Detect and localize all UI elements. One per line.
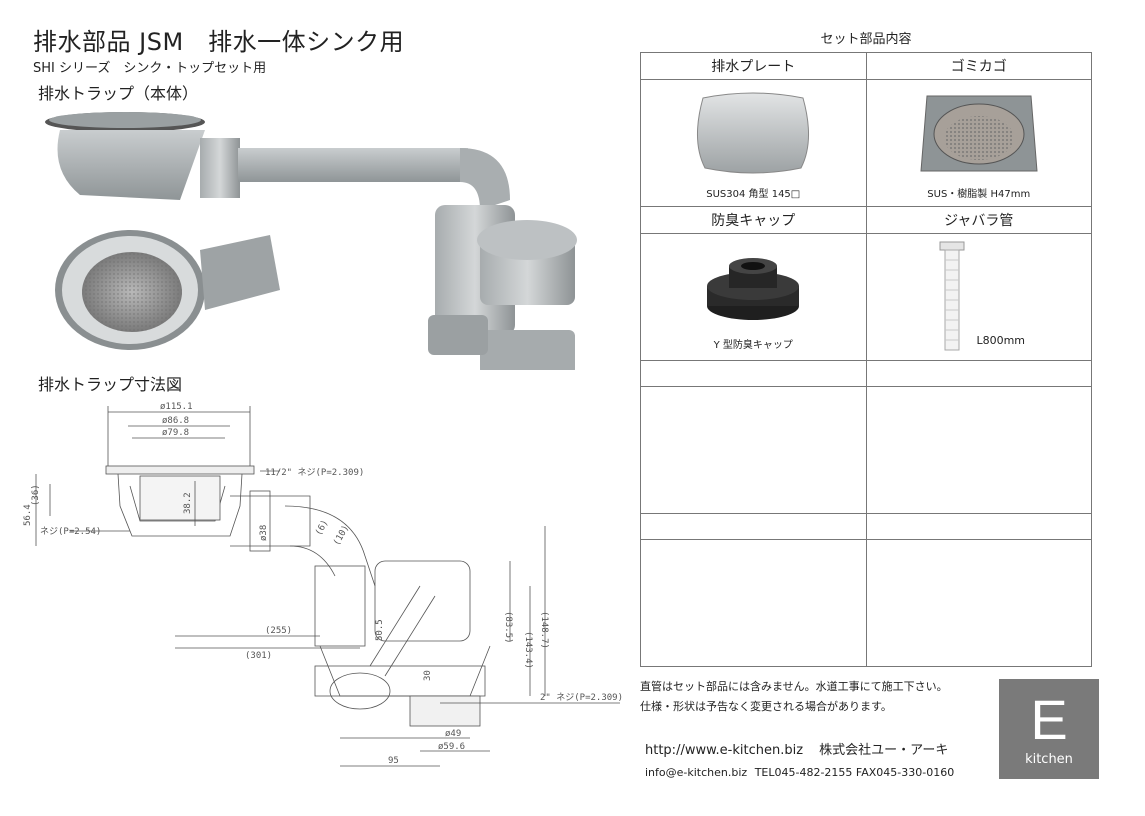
blank-cell [640, 386, 867, 514]
dim-d30: 30 [423, 670, 433, 681]
dim-d38: ø38 [259, 525, 269, 541]
hose-image [939, 241, 965, 350]
blank-cell [640, 360, 867, 387]
hose-cell: L800mm [865, 233, 1092, 361]
hose-caption: L800mm [976, 333, 1026, 347]
blank-cell [865, 360, 1092, 387]
dim-d596: ø59.6 [438, 742, 465, 752]
dim-d382: 38.2 [183, 492, 193, 514]
basket-cell: SUS・樹脂製 H47mm [865, 79, 1092, 207]
dim-d505: 50.5 [375, 619, 385, 641]
blank-cell [640, 513, 867, 540]
note-line-2: 仕様・形状は予告なく変更される場合があります。 [640, 700, 892, 713]
blank-cell [640, 539, 867, 667]
logo-letter: E [1030, 687, 1068, 751]
dimension-section-label: 排水トラップ寸法図 [38, 375, 183, 394]
dim-d301: (301) [245, 651, 272, 661]
e-kitchen-logo: E kitchen [999, 679, 1099, 779]
basket-caption: SUS・樹脂製 H47mm [927, 189, 1031, 200]
basket-header: ゴミカゴ [865, 52, 1092, 80]
hose-header: ジャバラ管 [865, 206, 1092, 234]
odor-cap-caption: Y 型防臭キャップ [713, 339, 793, 351]
contact-line-1: http://www.e-kitchen.biz 株式会社ユー・アーキ [645, 739, 948, 758]
basket-image [920, 95, 1038, 172]
dim-d255: (255) [265, 626, 292, 636]
company-name: 株式会社ユー・アーキ [819, 743, 949, 758]
odor-cap-header: 防臭キャップ [640, 206, 867, 234]
dim-d10: (10) [332, 524, 352, 548]
trap-section-label: 排水トラップ（本体） [38, 84, 199, 103]
dim-d95: 95 [388, 756, 399, 766]
dim-d86: ø86.8 [162, 416, 189, 426]
website-link[interactable]: http://www.e-kitchen.biz [645, 743, 804, 758]
email-link[interactable]: info@e-kitchen.biz [645, 766, 748, 779]
dim-d115: ø115.1 [160, 402, 193, 412]
trap-photo [45, 112, 577, 370]
dim-d835: (83.5) [503, 611, 513, 644]
dim-thread3: 2" ネジ(P=2.309) [540, 692, 623, 703]
dimension-drawing: ø115.1 ø86.8 ø79.8 11/2" ネジ(P=2.309) ネジ(… [23, 402, 623, 767]
drain-plate-image [697, 92, 810, 174]
blank-cell [865, 513, 1092, 540]
blank-cell [865, 386, 1092, 514]
dim-d49: ø49 [445, 729, 461, 739]
dim-d6: (6) [314, 518, 331, 537]
page-title: 排水部品 JSM 排水一体シンク用 [33, 28, 405, 56]
dim-d564: 56.4 [23, 504, 33, 526]
phone-fax: TEL045-482-2155 FAX045-330-0160 [754, 766, 955, 779]
set-parts-title: セット部品内容 [820, 32, 912, 47]
set-parts-table: 排水プレート ゴミカゴ SUS304 角型 145□ SUS・樹脂製 H47mm… [640, 52, 1092, 667]
drain-plate-header: 排水プレート [640, 52, 867, 80]
contact-line-2: info@e-kitchen.biz TEL045-482-2155 FAX04… [645, 766, 954, 779]
page-subtitle: SHI シリーズ シンク・トップセット用 [33, 61, 267, 76]
logo-word: kitchen [1025, 751, 1073, 767]
dim-thread1: 11/2" ネジ(P=2.309) [265, 467, 364, 478]
odor-cap-cell: Y 型防臭キャップ [640, 233, 867, 361]
dim-d36: (36) [31, 484, 41, 506]
odor-cap-image [707, 257, 800, 320]
dim-thread2: ネジ(P=2.54) [40, 526, 101, 537]
dim-d79: ø79.8 [162, 428, 189, 438]
drain-plate-caption: SUS304 角型 145□ [706, 189, 801, 200]
drain-plate-cell: SUS304 角型 145□ [640, 79, 867, 207]
note-line-1: 直管はセット部品には含みません。水道工事にて施工下さい。 [640, 680, 948, 693]
blank-cell [865, 539, 1092, 667]
dim-d1487: (148.7) [539, 611, 549, 649]
dim-d1434: (143.4) [523, 631, 533, 669]
